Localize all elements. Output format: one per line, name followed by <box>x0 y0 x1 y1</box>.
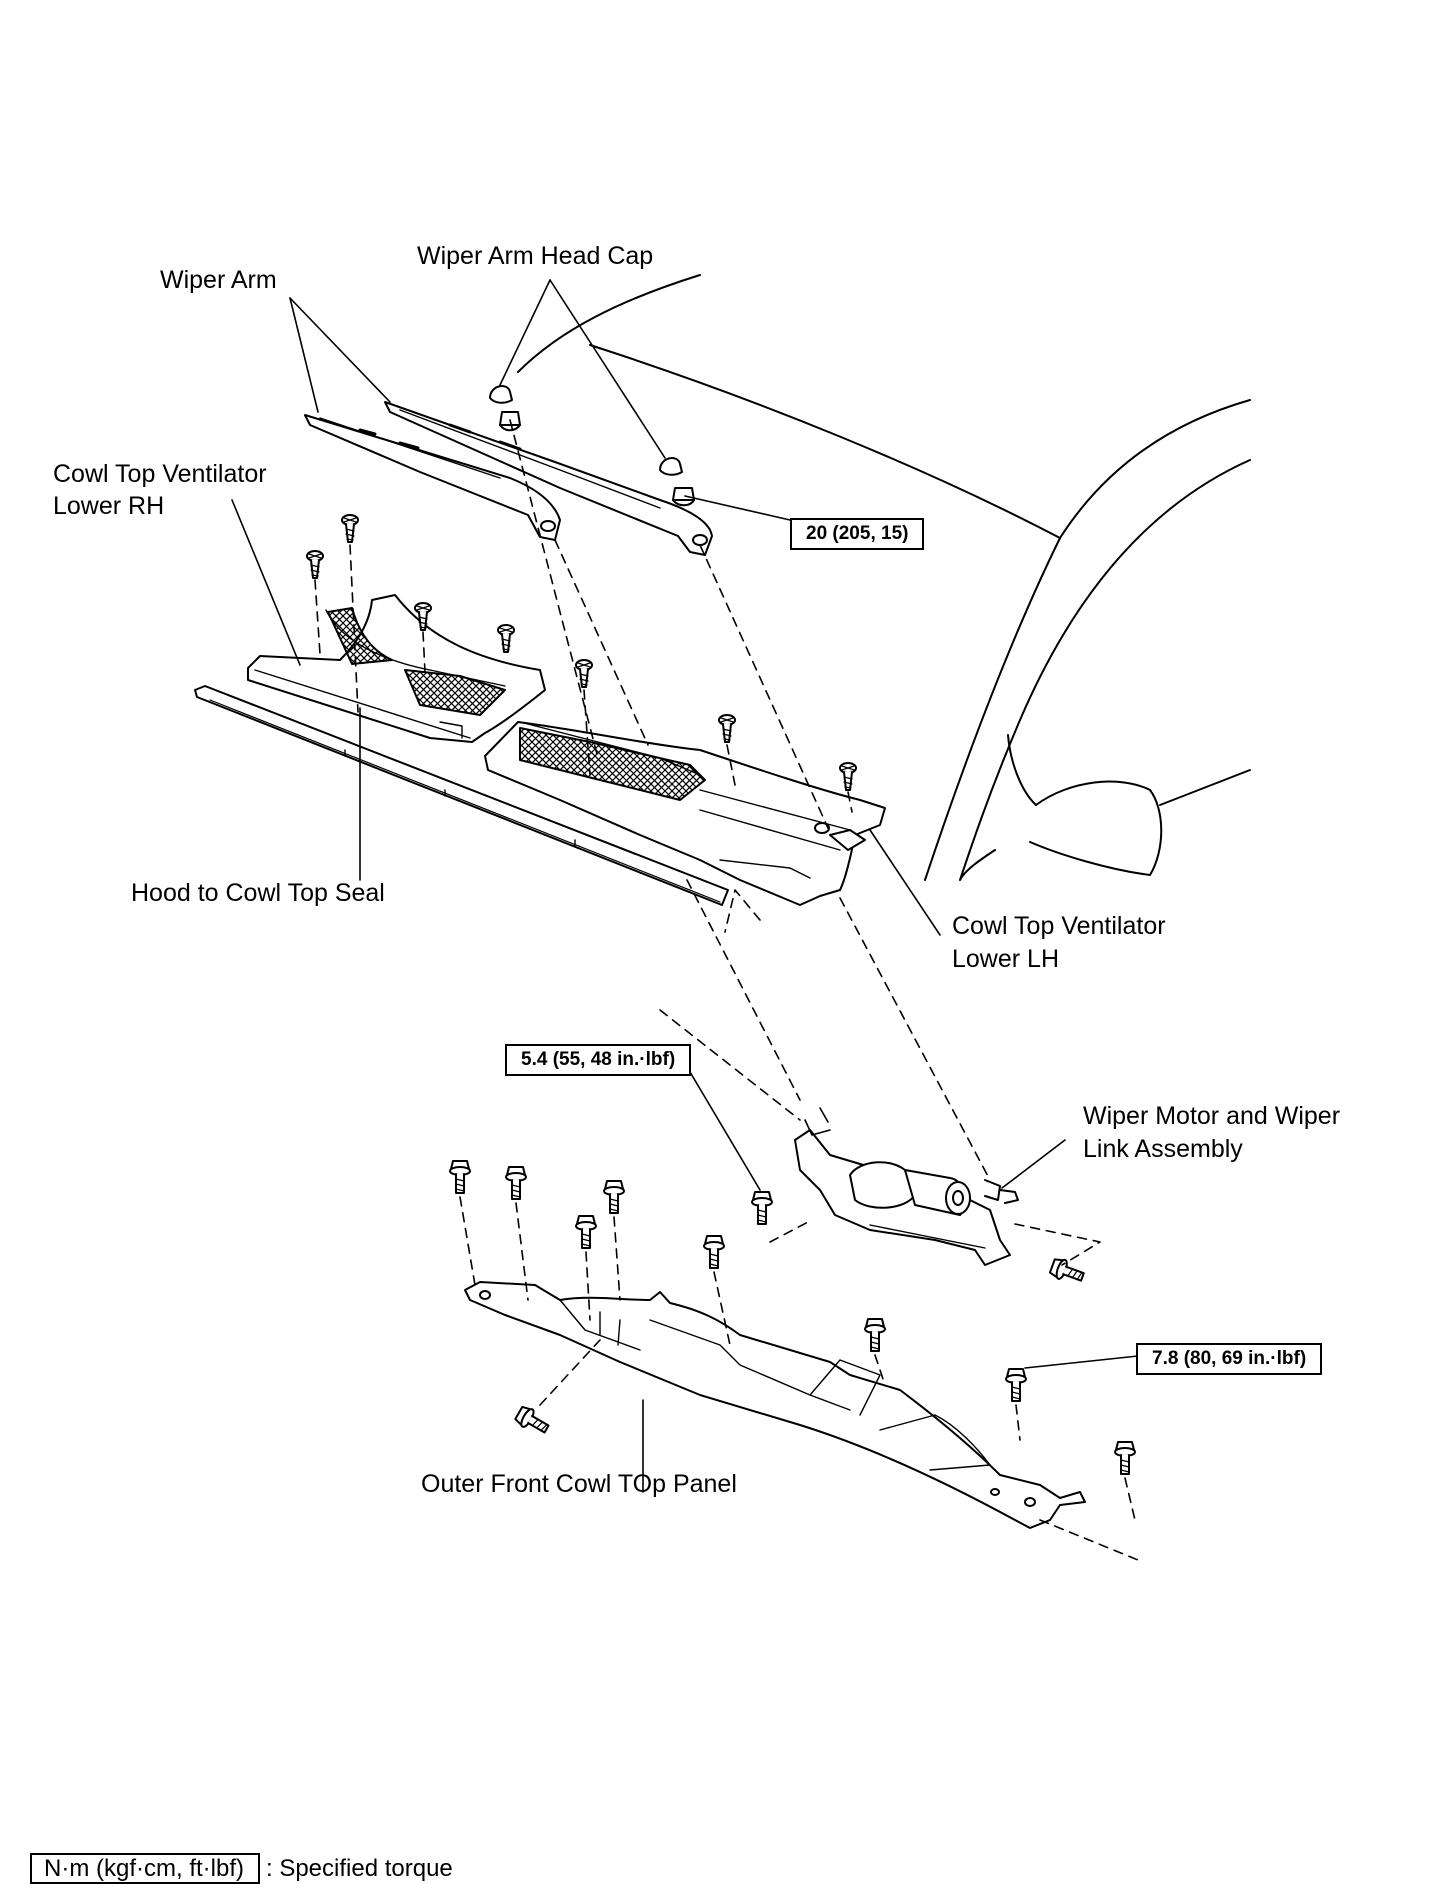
cowl-ventilator-lh <box>484 721 886 906</box>
label-wiper-arm-head-cap: Wiper Arm Head Cap <box>417 242 654 270</box>
legend-unit-box: N·m (kgf·cm, ft·lbf) <box>30 1853 260 1884</box>
label-wiper-arm: Wiper Arm <box>160 266 277 294</box>
label-motor-line2: Link Assembly <box>1083 1135 1243 1163</box>
label-hood-seal: Hood to Cowl Top Seal <box>131 879 385 907</box>
wiper-arms <box>304 401 713 556</box>
label-motor-line1: Wiper Motor and Wiper <box>1083 1102 1341 1130</box>
label-cowl-rh-line1: Cowl Top Ventilator <box>53 460 267 488</box>
legend-text: : Specified torque <box>265 1855 453 1882</box>
wiper-motor-assembly <box>794 1107 1019 1266</box>
label-cowl-lh-line2: Lower LH <box>952 945 1059 973</box>
torque-panel-bolt: 7.8 (80, 69 in.·lbf) <box>1136 1343 1323 1375</box>
torque-arm-nut: 20 (205, 15) <box>790 518 925 550</box>
outer-cowl-panel <box>464 1281 1086 1529</box>
hood-cowl-seal <box>194 685 729 906</box>
label-cowl-rh-line2: Lower RH <box>53 492 165 520</box>
vehicle-body-outline <box>517 274 1251 881</box>
label-outer-panel: Outer Front Cowl TOp Panel <box>421 1470 737 1498</box>
cowl-ventilator-rh <box>247 594 546 743</box>
torque-motor-bolt: 5.4 (55, 48 in.·lbf) <box>505 1044 692 1076</box>
leader-lines <box>231 279 1139 1493</box>
torque-legend: N·m (kgf·cm, ft·lbf): Specified torque <box>30 1853 453 1884</box>
assembly-guide-lines <box>314 419 1139 1561</box>
label-cowl-lh-line1: Cowl Top Ventilator <box>952 912 1166 940</box>
